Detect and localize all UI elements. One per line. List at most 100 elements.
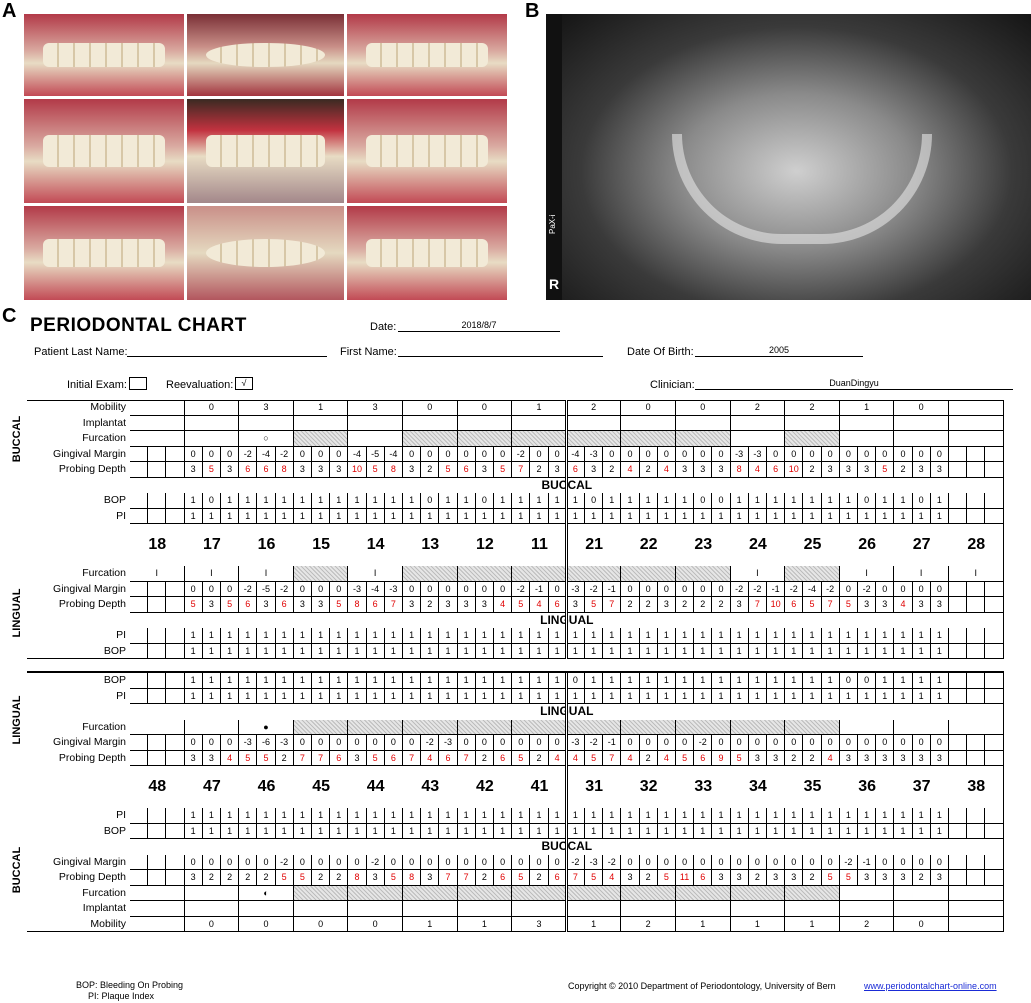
upper-gm-buccal-cell[interactable]: 0 (293, 446, 312, 462)
upper-gm-lingual-cell[interactable] (130, 581, 149, 597)
upper-pi-buccal-cell[interactable]: 1 (894, 508, 913, 524)
lower-pd-lingual-cell[interactable]: 6 (384, 750, 403, 766)
lower-bop-buccal-cell[interactable]: 1 (275, 823, 294, 839)
lower-pd-lingual-cell[interactable]: 5 (585, 750, 604, 766)
upper-bop-buccal-cell[interactable] (949, 493, 968, 509)
lower-gm-buccal-cell[interactable]: 0 (202, 854, 221, 870)
upper-pd-buccal-cell[interactable]: 3 (858, 462, 877, 478)
upper-pi-buccal-cell[interactable]: 1 (821, 508, 840, 524)
upper-pi-lingual-cell[interactable]: 1 (330, 628, 349, 644)
upper-pd-buccal-cell[interactable]: 8 (730, 462, 749, 478)
upper-furcation-lingual-cell[interactable]: I (730, 566, 786, 582)
lower-pi-lingual-cell[interactable]: 1 (694, 688, 713, 704)
lower-pd-buccal-cell[interactable]: 5 (657, 870, 676, 886)
lower-bop-lingual-cell[interactable]: 1 (421, 673, 440, 689)
upper-gm-lingual-cell[interactable]: 0 (621, 581, 640, 597)
lower-pd-lingual-cell[interactable]: 2 (785, 750, 804, 766)
lower-pi-lingual-cell[interactable]: 1 (239, 688, 258, 704)
lower-pi-lingual-cell[interactable]: 1 (894, 688, 913, 704)
lower-pi-buccal-cell[interactable]: 1 (239, 808, 258, 824)
lower-bop-lingual-cell[interactable]: 0 (839, 673, 858, 689)
lower-bop-lingual-cell[interactable]: 1 (293, 673, 312, 689)
upper-gm-lingual-cell[interactable]: -2 (730, 581, 749, 597)
lower-bop-lingual-cell[interactable]: 1 (894, 673, 913, 689)
lower-bop-buccal-cell[interactable]: 1 (330, 823, 349, 839)
upper-implantat-cell[interactable] (894, 415, 949, 431)
upper-gm-buccal-cell[interactable]: 0 (785, 446, 804, 462)
lower-pd-buccal-cell[interactable]: 4 (603, 870, 622, 886)
upper-pi-lingual-cell[interactable]: 1 (221, 628, 240, 644)
lower-pd-buccal-cell[interactable]: 2 (221, 870, 240, 886)
upper-gm-lingual-cell[interactable]: -3 (384, 581, 403, 597)
upper-gm-lingual-cell[interactable]: 0 (221, 581, 240, 597)
lower-bop-lingual-cell[interactable]: 1 (494, 673, 513, 689)
first-name-field[interactable] (398, 345, 603, 357)
lower-pi-lingual-cell[interactable]: 1 (657, 688, 676, 704)
upper-mobility-cell[interactable]: 1 (839, 400, 895, 416)
lower-bop-lingual-cell[interactable]: 1 (384, 673, 403, 689)
lower-bop-lingual-cell[interactable]: 1 (512, 673, 531, 689)
lower-bop-lingual-cell[interactable]: 1 (257, 673, 276, 689)
reevaluation-checkbox[interactable]: √ (235, 377, 253, 390)
upper-bop-buccal-cell[interactable]: 0 (202, 493, 221, 509)
lower-pd-buccal-cell[interactable]: 2 (257, 870, 276, 886)
lower-pd-buccal-cell[interactable] (949, 870, 968, 886)
lower-pd-lingual-cell[interactable]: 2 (639, 750, 658, 766)
lower-bop-buccal-cell[interactable]: 1 (348, 823, 367, 839)
upper-pi-lingual-cell[interactable] (130, 628, 149, 644)
upper-pi-lingual-cell[interactable] (967, 628, 986, 644)
upper-pd-lingual-cell[interactable]: 2 (712, 597, 731, 613)
upper-pi-buccal-cell[interactable]: 1 (767, 508, 786, 524)
upper-pd-buccal-cell[interactable]: 2 (421, 462, 440, 478)
lower-bop-buccal-cell[interactable]: 1 (912, 823, 931, 839)
upper-bop-buccal-cell[interactable]: 0 (912, 493, 931, 509)
upper-pi-lingual-cell[interactable]: 1 (202, 628, 221, 644)
upper-pi-lingual-cell[interactable] (148, 628, 167, 644)
upper-implantat-cell[interactable] (621, 415, 676, 431)
upper-gm-lingual-cell[interactable]: -3 (566, 581, 585, 597)
upper-pi-lingual-cell[interactable]: 1 (730, 628, 749, 644)
upper-pd-buccal-cell[interactable]: 3 (403, 462, 422, 478)
upper-pd-lingual-cell[interactable]: 6 (366, 597, 385, 613)
upper-gm-lingual-cell[interactable]: 0 (912, 581, 931, 597)
lower-pi-buccal-cell[interactable] (148, 808, 167, 824)
lower-gm-lingual-cell[interactable]: 0 (930, 735, 949, 751)
upper-pi-buccal-cell[interactable] (166, 508, 185, 524)
lower-bop-lingual-cell[interactable]: 1 (312, 673, 331, 689)
lower-bop-lingual-cell[interactable]: 1 (694, 673, 713, 689)
upper-gm-buccal-cell[interactable]: 0 (202, 446, 221, 462)
upper-gm-buccal-cell[interactable] (148, 446, 167, 462)
upper-gm-buccal-cell[interactable]: 0 (858, 446, 877, 462)
upper-gm-lingual-cell[interactable] (166, 581, 185, 597)
upper-pi-lingual-cell[interactable]: 1 (603, 628, 622, 644)
lower-gm-lingual-cell[interactable]: -6 (257, 735, 276, 751)
upper-bop-buccal-cell[interactable]: 1 (930, 493, 949, 509)
upper-gm-lingual-cell[interactable]: -2 (585, 581, 604, 597)
upper-pi-buccal-cell[interactable] (967, 508, 986, 524)
upper-gm-lingual-cell[interactable]: 0 (676, 581, 695, 597)
lower-gm-buccal-cell[interactable]: 0 (621, 854, 640, 870)
lower-pi-buccal-cell[interactable] (949, 808, 968, 824)
lower-pi-lingual-cell[interactable]: 1 (293, 688, 312, 704)
lower-gm-buccal-cell[interactable] (130, 854, 149, 870)
lower-gm-buccal-cell[interactable]: 0 (876, 854, 895, 870)
lower-furcation-buccal-cell[interactable] (894, 885, 949, 901)
upper-pi-lingual-cell[interactable]: 1 (821, 628, 840, 644)
lower-pi-buccal-cell[interactable]: 1 (403, 808, 422, 824)
lower-pd-buccal-cell[interactable]: 2 (803, 870, 822, 886)
lower-pd-lingual-cell[interactable] (949, 750, 968, 766)
lower-furcation-lingual-cell[interactable] (457, 719, 513, 735)
lower-bop-buccal-cell[interactable]: 1 (930, 823, 949, 839)
upper-gm-lingual-cell[interactable]: -2 (785, 581, 804, 597)
upper-implantat-cell[interactable] (184, 415, 240, 431)
upper-pi-lingual-cell[interactable]: 1 (494, 628, 513, 644)
upper-gm-buccal-cell[interactable]: -4 (348, 446, 367, 462)
lower-gm-buccal-cell[interactable]: 0 (930, 854, 949, 870)
upper-pd-lingual-cell[interactable]: 3 (566, 597, 585, 613)
lower-bop-lingual-cell[interactable]: 1 (275, 673, 294, 689)
lower-pi-buccal-cell[interactable]: 1 (566, 808, 585, 824)
upper-gm-buccal-cell[interactable]: 0 (439, 446, 458, 462)
upper-bop-buccal-cell[interactable]: 1 (384, 493, 403, 509)
lower-bop-buccal-cell[interactable]: 1 (530, 823, 549, 839)
lower-bop-buccal-cell[interactable]: 1 (839, 823, 858, 839)
